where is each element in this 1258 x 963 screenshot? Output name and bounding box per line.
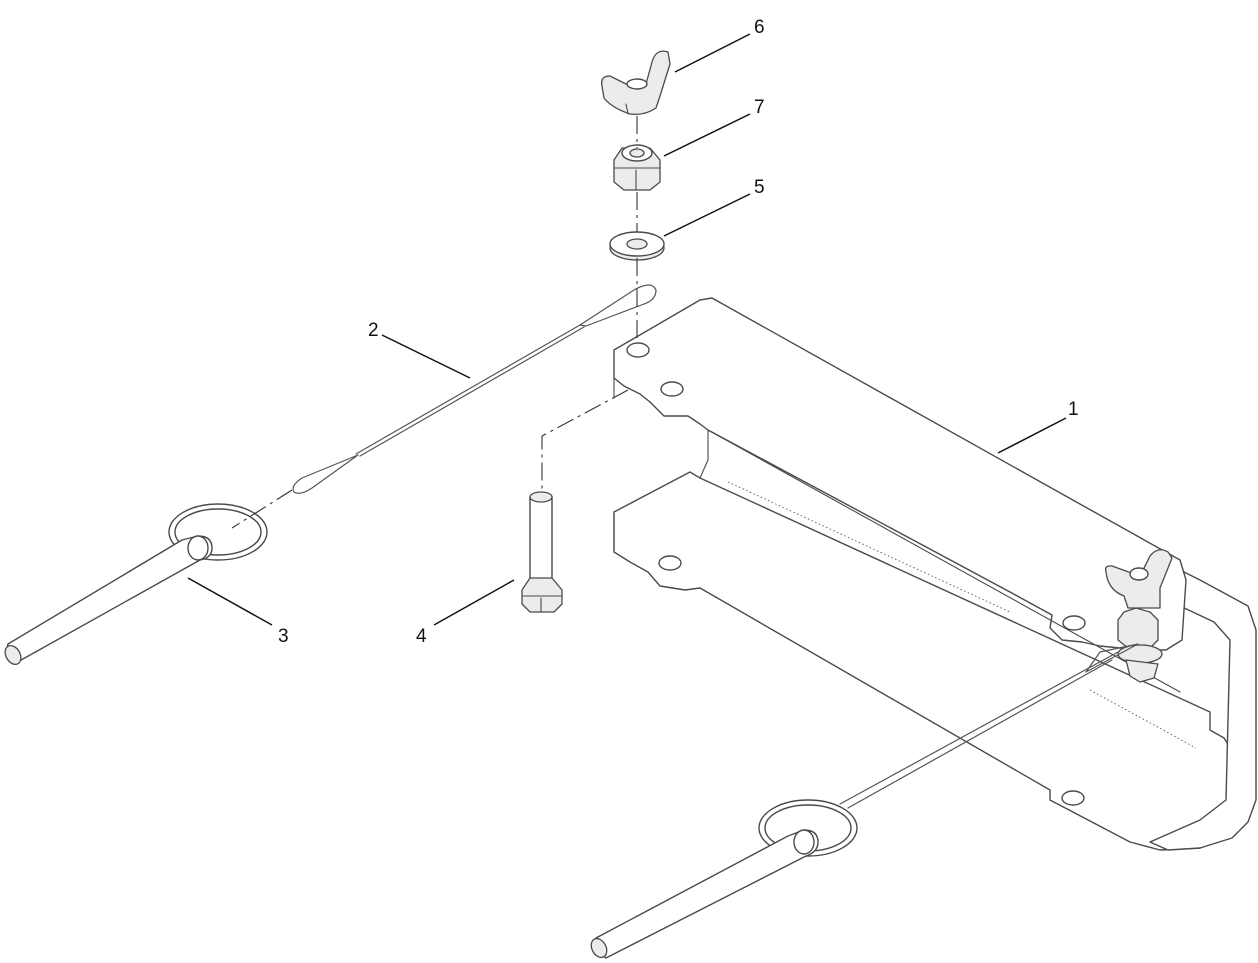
assembled-wing-nut bbox=[1104, 549, 1173, 683]
hitch-pin-part bbox=[4, 503, 268, 665]
assembled-hitch-pin bbox=[590, 643, 1139, 959]
lock-nut-part bbox=[613, 144, 661, 191]
hex-bolt-part bbox=[521, 491, 563, 613]
flat-washer-part bbox=[609, 231, 665, 261]
callout-7: 7 bbox=[754, 97, 765, 118]
callout-2: 2 bbox=[368, 320, 379, 341]
callout-4: 4 bbox=[416, 626, 427, 647]
callout-6: 6 bbox=[754, 17, 765, 38]
callout-1: 1 bbox=[1068, 399, 1079, 420]
callout-3: 3 bbox=[278, 626, 289, 647]
bracket-part bbox=[613, 297, 1257, 851]
lanyard-part bbox=[292, 284, 657, 494]
assembly-centerlines bbox=[231, 116, 638, 529]
wing-nut-part bbox=[601, 50, 671, 116]
callout-labels: 1 2 3 4 5 6 7 bbox=[278, 17, 1079, 647]
callout-5: 5 bbox=[754, 177, 765, 198]
callout-leaders bbox=[187, 33, 1067, 626]
